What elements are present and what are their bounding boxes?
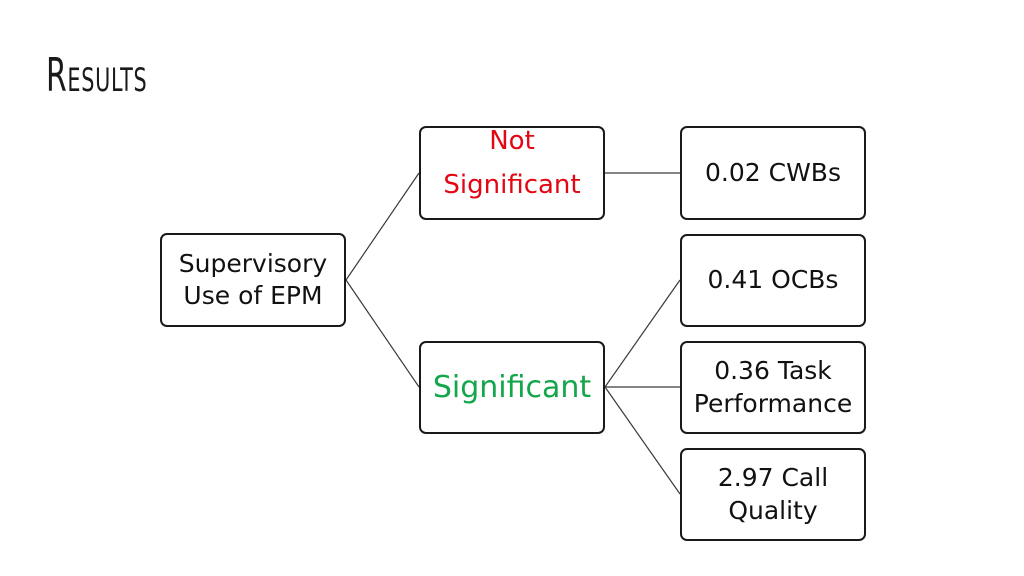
outcome-task-performance-line-1: 0.36 Task <box>714 356 832 385</box>
root-node-line-1: Supervisory <box>178 248 328 278</box>
outcome-task-performance-line-2: Performance <box>693 388 853 418</box>
branch-node-not-significant: Not Significant <box>419 126 605 220</box>
outcome-node-task-performance: 0.36 Task Performance <box>680 341 866 434</box>
outcome-node-ocbs: 0.41 OCBs <box>680 234 866 327</box>
outcome-cwbs-label: 0.02 CWBs <box>705 157 841 187</box>
connector-root-to-significant <box>345 279 420 388</box>
outcome-call-quality-line-2: Quality <box>728 495 818 525</box>
slide-title: Results <box>46 48 148 102</box>
outcome-ocbs-label: 0.41 OCBs <box>707 265 839 295</box>
outcome-node-cwbs: 0.02 CWBs <box>680 126 866 220</box>
not-significant-line-2: Significant <box>443 170 581 200</box>
root-node-supervisory-use-of-epm: Supervisory Use of EPM <box>160 233 346 327</box>
significant-label: Significant <box>432 370 592 405</box>
root-node-line-2: Use of EPM <box>183 281 323 310</box>
not-significant-label: Not Significant <box>443 125 580 203</box>
branch-node-significant: Significant <box>419 341 605 434</box>
connector-significant-to-call-quality <box>604 386 681 495</box>
not-significant-line-1: Not <box>489 126 535 157</box>
outcome-node-call-quality: 2.97 Call Quality <box>680 448 866 541</box>
connector-root-to-not-significant <box>345 172 420 281</box>
outcome-call-quality-line-1: 2.97 Call <box>717 463 829 492</box>
connector-significant-to-ocbs <box>604 279 681 388</box>
